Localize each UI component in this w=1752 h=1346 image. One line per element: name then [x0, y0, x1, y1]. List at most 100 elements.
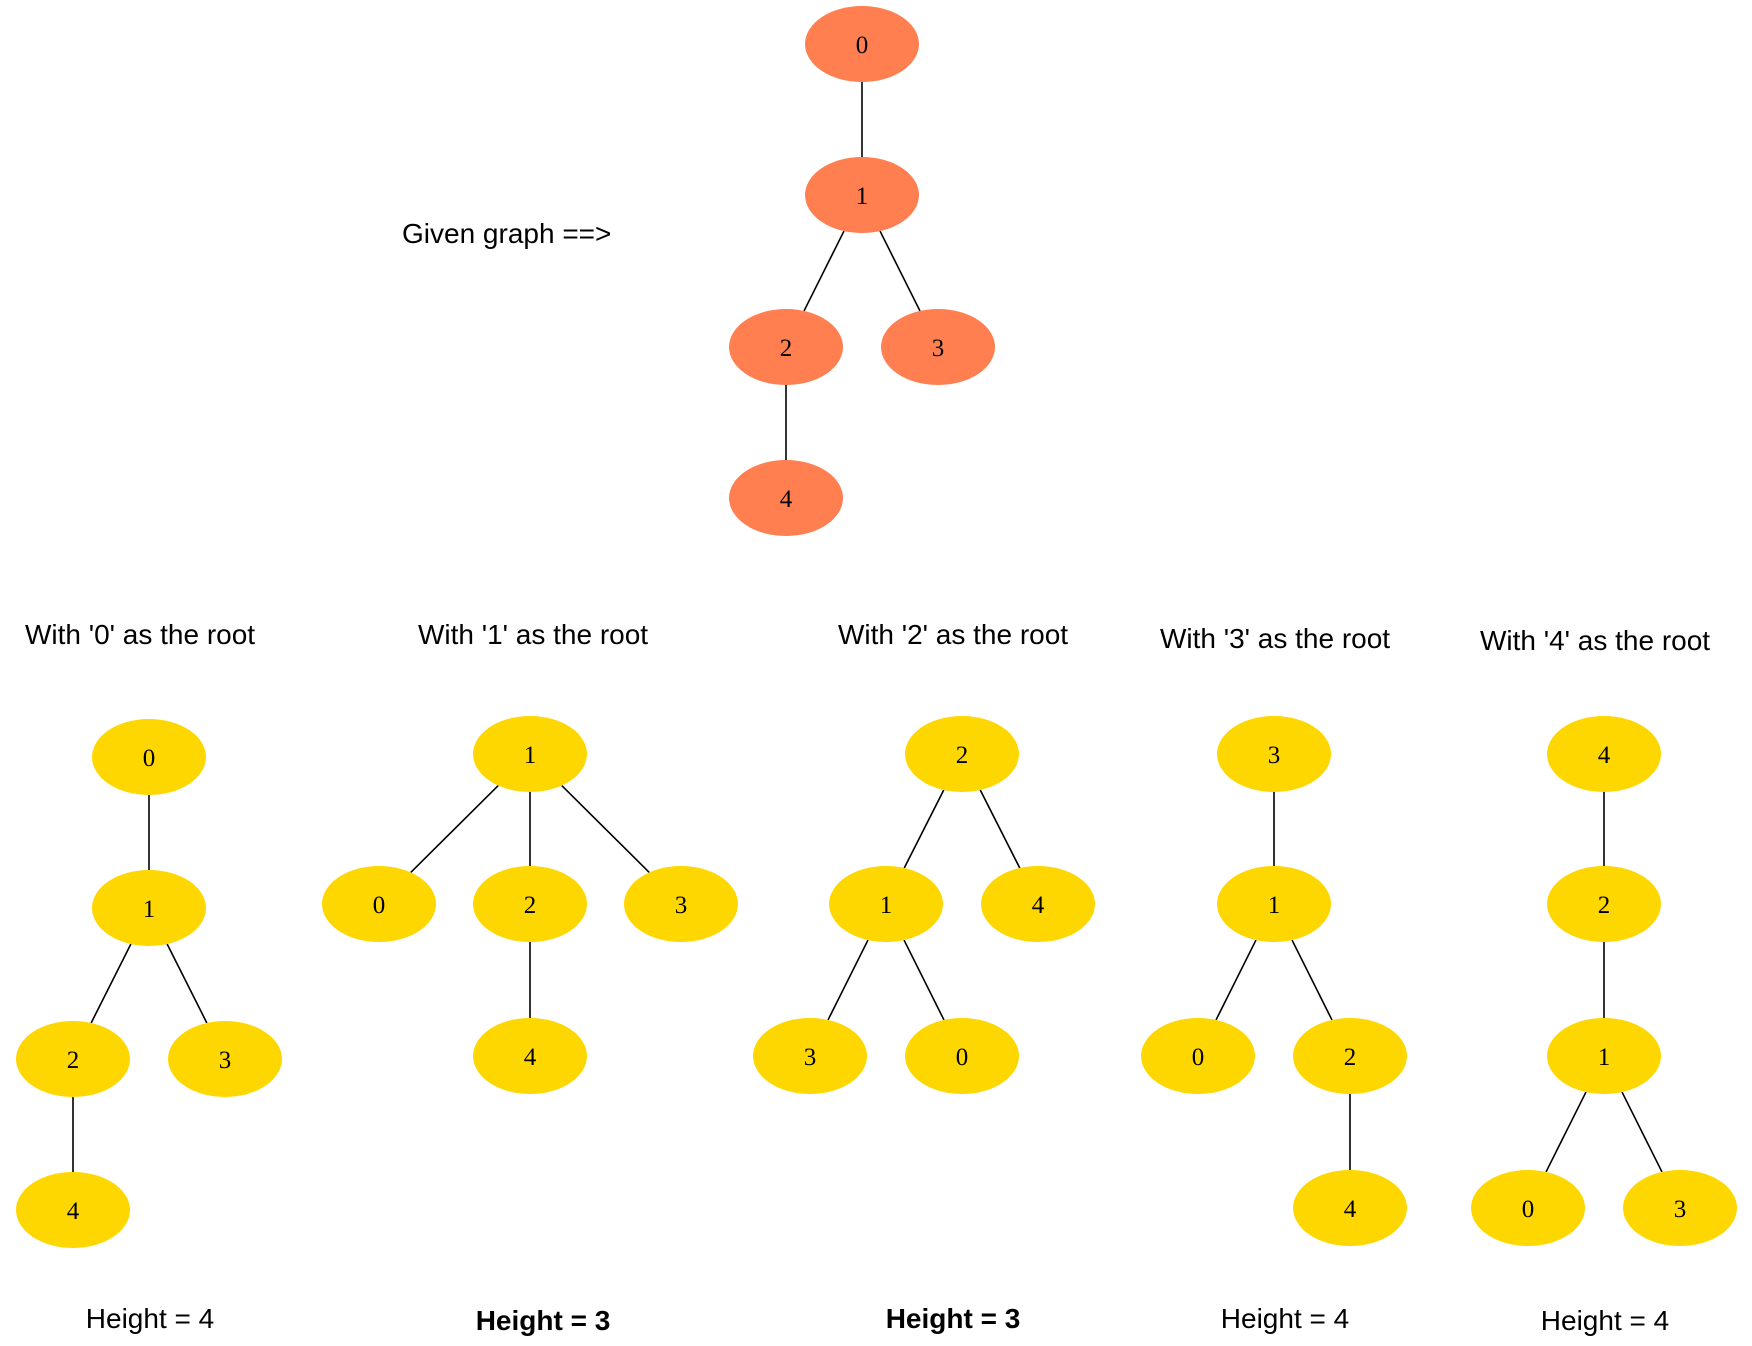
- tree-edges: [72, 795, 208, 1172]
- tree-node-3-label: 3: [675, 892, 688, 919]
- tree-node-0-label: 0: [143, 745, 156, 772]
- tree-height-label: Height = 3: [476, 1305, 611, 1336]
- tree-node-1-label: 1: [524, 742, 537, 769]
- tree-node-2: 2: [1293, 1018, 1407, 1094]
- tree-node-2: 2: [905, 716, 1019, 792]
- tree-node-1: 1: [92, 870, 206, 946]
- tree-node-1-label: 1: [880, 892, 893, 919]
- tree-node-1-shape: [92, 870, 206, 946]
- tree-node-2-shape: [16, 1021, 130, 1097]
- tree-node-3: 3: [168, 1021, 282, 1097]
- tree-node-4-shape: [1293, 1170, 1407, 1246]
- tree-edges: [1215, 792, 1351, 1170]
- tree-edge-1-3: [1621, 1091, 1663, 1173]
- tree-height-label: Height = 3: [886, 1303, 1021, 1334]
- given-node-3-shape: [881, 309, 995, 385]
- tree-node-4-label: 4: [1598, 742, 1611, 769]
- tree-node-0: 0: [1471, 1170, 1585, 1246]
- tree-node-1: 1: [1217, 866, 1331, 942]
- given-graph-edges: [785, 82, 921, 460]
- tree-node-3-shape: [1623, 1170, 1737, 1246]
- given-node-2: 2: [729, 309, 843, 385]
- given-graph-label: Given graph ==>: [402, 218, 611, 249]
- tree-node-0-shape: [1471, 1170, 1585, 1246]
- tree-edge-1-0: [1545, 1091, 1587, 1173]
- tree-node-4-shape: [16, 1172, 130, 1248]
- given-node-2-shape: [729, 309, 843, 385]
- tree-edges: [827, 789, 1021, 1021]
- tree-caption: With '4' as the root: [1480, 625, 1710, 656]
- tree-node-3-label: 3: [1674, 1196, 1687, 1223]
- tree-node-0-shape: [92, 719, 206, 795]
- tree-node-3-shape: [1217, 716, 1331, 792]
- tree-edge-1-3: [827, 939, 869, 1021]
- given-node-2-label: 2: [780, 335, 793, 362]
- given-node-1-label: 1: [856, 183, 869, 210]
- tree-nodes: 1 0 2 3 4: [322, 716, 738, 1094]
- tree-node-3: 3: [624, 866, 738, 942]
- tree-node-4: 4: [1293, 1170, 1407, 1246]
- given-edge-1-3: [879, 230, 921, 312]
- tree-node-1: 1: [473, 716, 587, 792]
- given-node-1: 1: [805, 157, 919, 233]
- tree-caption: With '3' as the root: [1160, 623, 1390, 654]
- tree-node-1-shape: [829, 866, 943, 942]
- tree-node-3-shape: [753, 1018, 867, 1094]
- given-node-0-label: 0: [856, 32, 869, 59]
- tree-node-4-label: 4: [67, 1198, 80, 1225]
- tree-node-3-shape: [624, 866, 738, 942]
- tree-node-1: 1: [829, 866, 943, 942]
- tree-edges: [1545, 792, 1663, 1173]
- tree-node-0-shape: [905, 1018, 1019, 1094]
- tree-node-1-label: 1: [143, 896, 156, 923]
- tree-edge-1-0: [410, 784, 499, 874]
- tree-node-3: 3: [753, 1018, 867, 1094]
- tree-node-3-label: 3: [1268, 742, 1281, 769]
- tree-node-0-label: 0: [373, 892, 386, 919]
- given-node-1-shape: [805, 157, 919, 233]
- tree-edge-1-0: [903, 939, 945, 1021]
- tree-node-3-label: 3: [219, 1047, 232, 1074]
- tree-node-2-label: 2: [524, 892, 537, 919]
- tree-edge-1-2: [90, 943, 132, 1024]
- tree-node-1-label: 1: [1268, 892, 1281, 919]
- tree-node-2-label: 2: [1344, 1044, 1357, 1071]
- tree-nodes: 4 2 1 0 3: [1471, 716, 1737, 1246]
- tree-node-4-label: 4: [524, 1044, 537, 1071]
- tree-node-4-shape: [981, 866, 1095, 942]
- tree-node-3: 3: [1623, 1170, 1737, 1246]
- tree-nodes: 3 1 0 2 4: [1141, 716, 1407, 1246]
- tree-node-3-shape: [168, 1021, 282, 1097]
- tree-height-label: Height = 4: [1541, 1305, 1669, 1336]
- tree-node-4-shape: [1547, 716, 1661, 792]
- tree-node-4: 4: [473, 1018, 587, 1094]
- tree-node-2-shape: [473, 866, 587, 942]
- tree-node-1-label: 1: [1598, 1044, 1611, 1071]
- tree-edge-1-3: [561, 784, 650, 874]
- tree-node-0: 0: [905, 1018, 1019, 1094]
- tree-node-0: 0: [322, 866, 436, 942]
- tree-node-2-shape: [1547, 866, 1661, 942]
- given-edge-1-2: [803, 230, 845, 312]
- tree-edge-2-4: [979, 789, 1021, 869]
- tree-node-2: 2: [16, 1021, 130, 1097]
- given-node-3-label: 3: [932, 335, 945, 362]
- tree-caption: With '0' as the root: [25, 619, 255, 650]
- tree-nodes: 0 1 2 3 4: [16, 719, 282, 1248]
- tree-node-2-label: 2: [1598, 892, 1611, 919]
- tree-edge-1-2: [1291, 939, 1333, 1021]
- tree-node-0: 0: [1141, 1018, 1255, 1094]
- tree-node-0-shape: [322, 866, 436, 942]
- tree-node-1-shape: [473, 716, 587, 792]
- tree-edge-1-0: [1215, 939, 1257, 1021]
- tree-node-4-label: 4: [1032, 892, 1045, 919]
- tree-node-2-label: 2: [956, 742, 969, 769]
- tree-edges: [410, 784, 650, 1018]
